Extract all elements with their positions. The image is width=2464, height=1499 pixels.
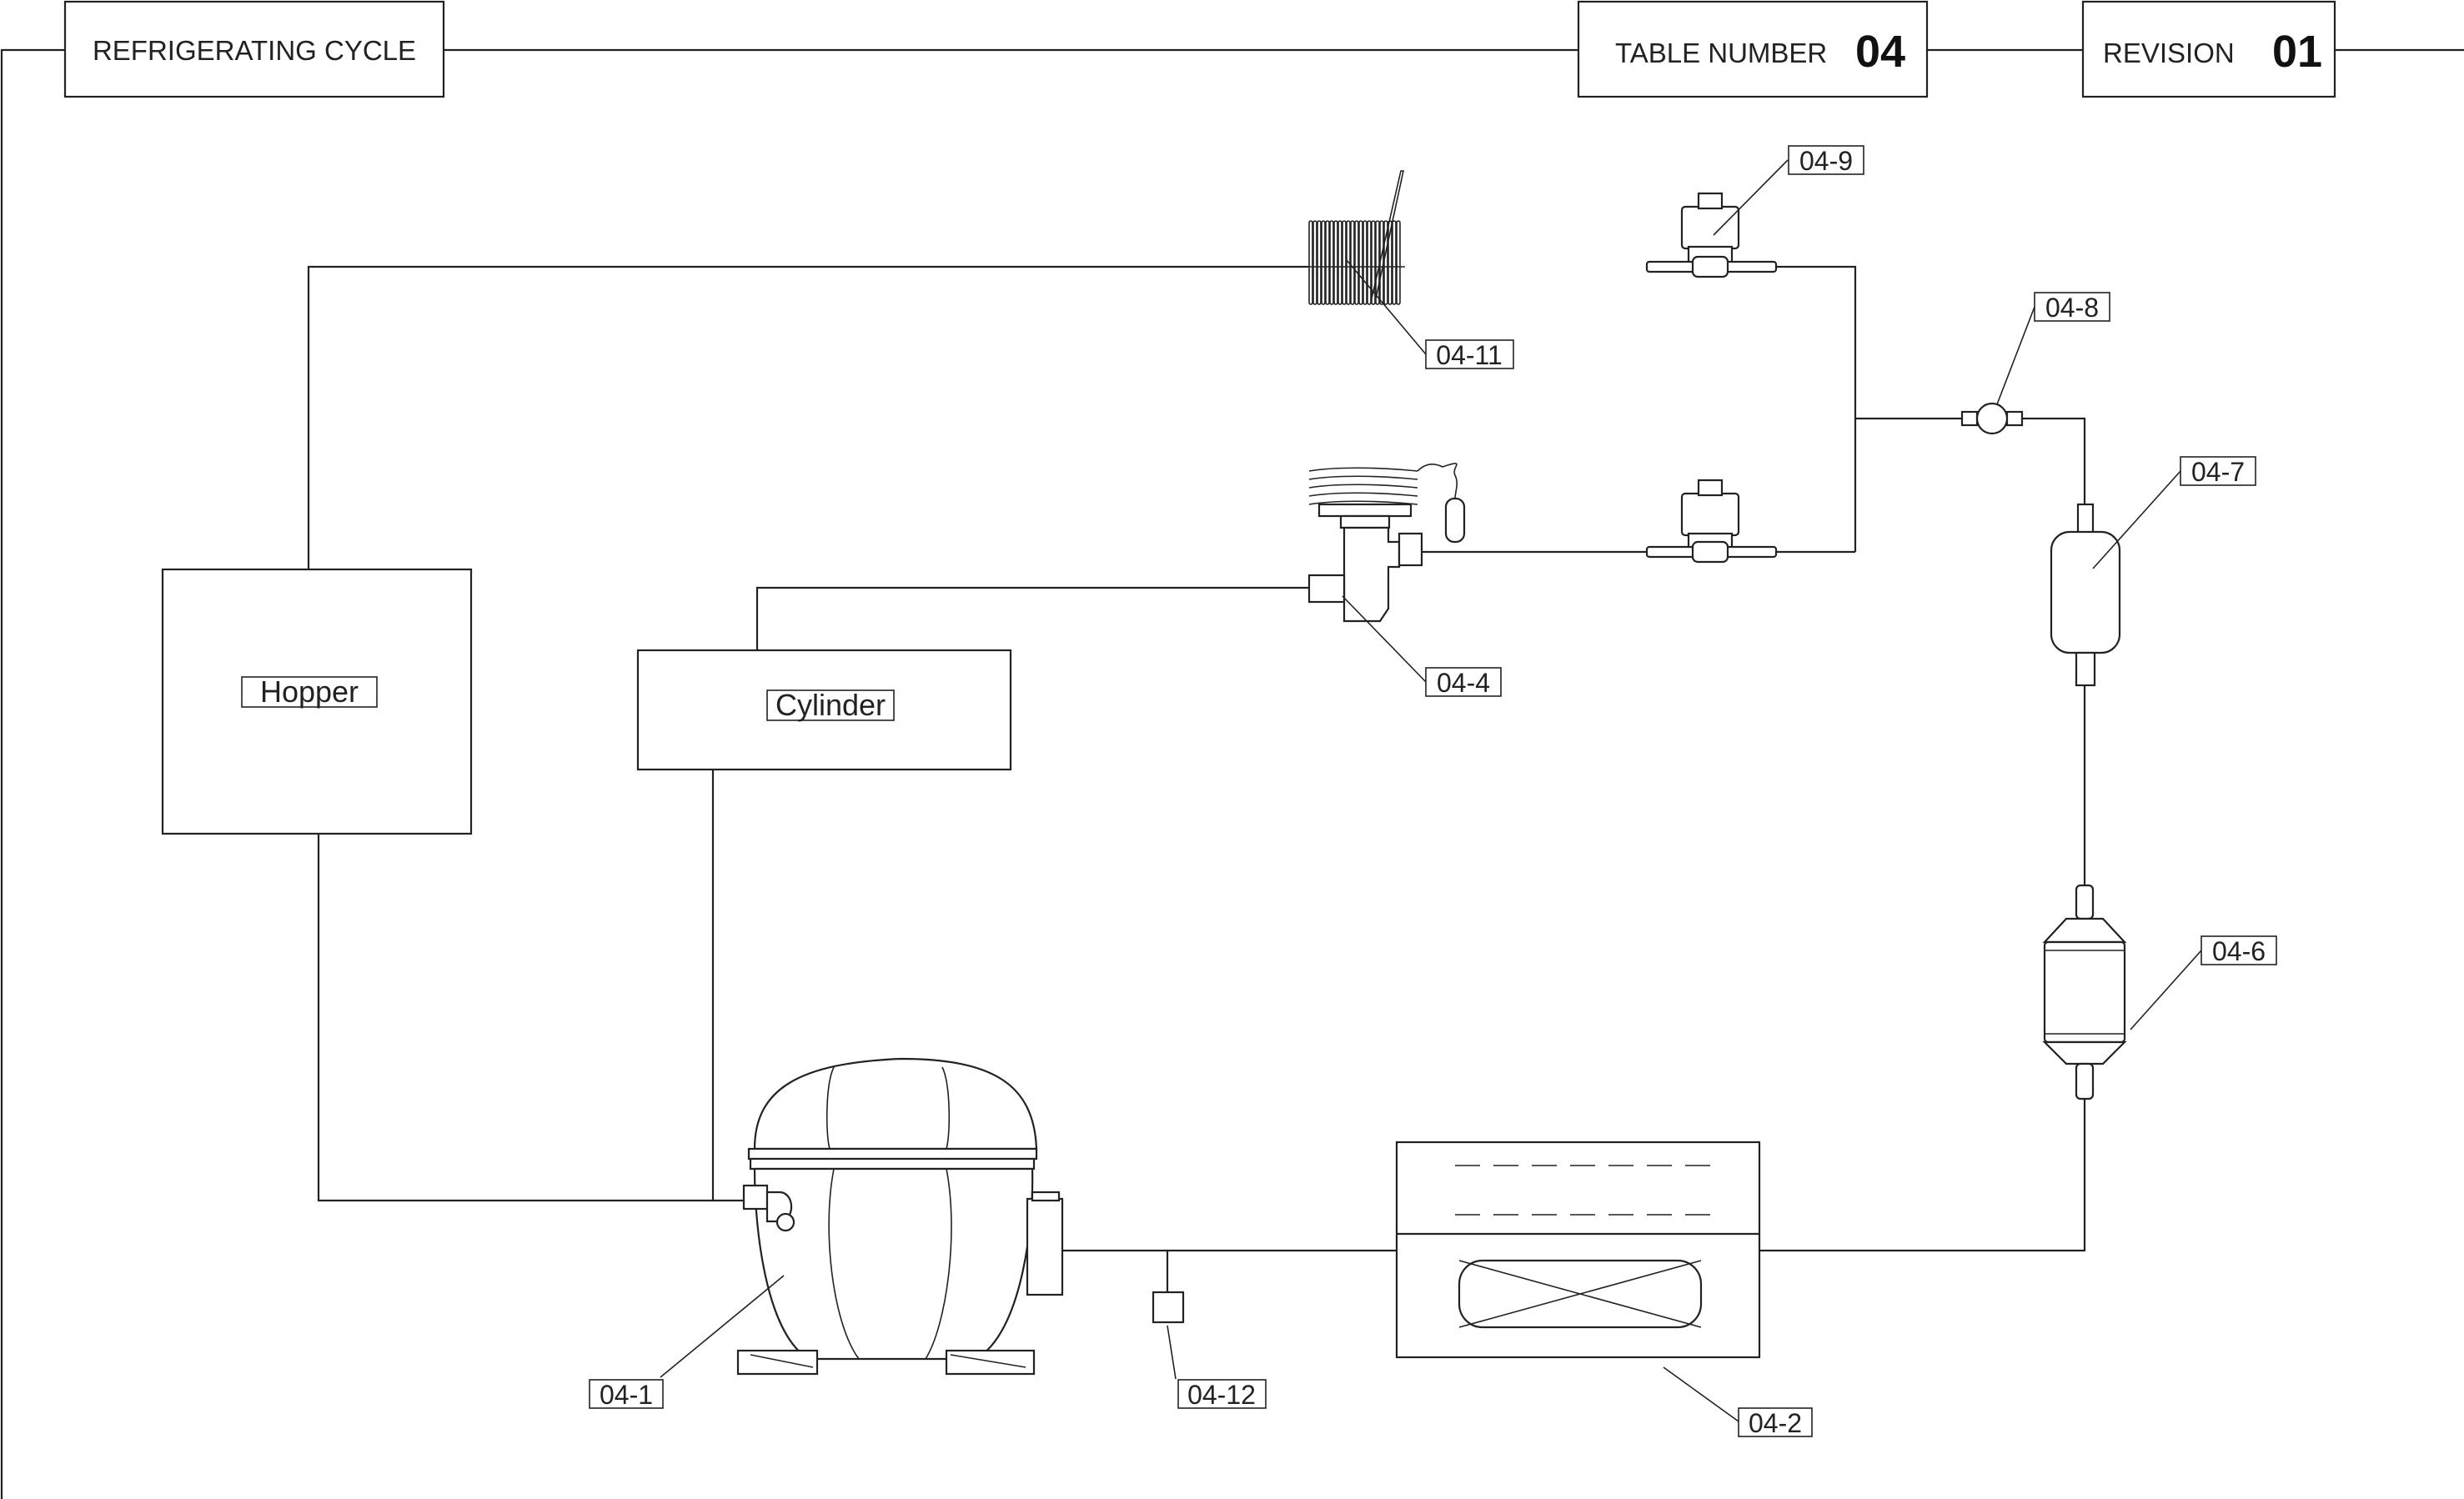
callout-04-6: 04-6 <box>2201 935 2277 966</box>
table-number-label: TABLE NUMBER <box>1615 38 1827 68</box>
cylinder-label: Cylinder <box>775 688 886 722</box>
hopper-label: Hopper <box>260 674 359 709</box>
drawing-frame <box>0 48 2464 1499</box>
callout-04-2: 04-2 <box>1738 1407 1813 1438</box>
solenoid-valve-lower <box>1645 479 1778 564</box>
expansion-valve <box>1307 463 1466 623</box>
check-valve <box>1960 402 2024 435</box>
table-number-block: TABLE NUMBER 04 <box>1577 0 1929 98</box>
hopper-box: Hopper <box>161 568 473 835</box>
filter-drier <box>2042 884 2127 1100</box>
piping <box>307 265 2086 1292</box>
callout-04-8: 04-8 <box>2034 292 2110 323</box>
pressure-switch <box>1152 1291 1185 1324</box>
callout-04-4: 04-4 <box>1425 667 1502 698</box>
revision-value: 01 <box>2272 27 2322 77</box>
callout-04-12: 04-12 <box>1177 1379 1267 1410</box>
callout-04-1: 04-1 <box>589 1379 664 1410</box>
callout-leaders <box>660 159 2202 1422</box>
capillary-coil <box>1308 170 1405 305</box>
callout-04-9: 04-9 <box>1788 145 1864 176</box>
condenser <box>1395 1141 1761 1359</box>
table-number-value: 04 <box>1855 27 1905 77</box>
svg-text:04-8: 04-8 <box>2045 293 2099 323</box>
svg-text:04-11: 04-11 <box>1436 340 1502 370</box>
solenoid-valve-upper <box>1645 192 1778 278</box>
svg-text:04-12: 04-12 <box>1187 1380 1256 1410</box>
revision-block: REVISION 01 <box>2081 0 2336 98</box>
svg-text:04-9: 04-9 <box>1799 146 1853 176</box>
drawing-title: REFRIGERATING CYCLE <box>93 35 416 66</box>
svg-text:04-7: 04-7 <box>2191 457 2245 487</box>
svg-text:04-1: 04-1 <box>600 1380 653 1410</box>
liquid-receiver <box>2050 503 2121 687</box>
callout-04-11: 04-11 <box>1425 339 1514 370</box>
revision-label: REVISION <box>2103 38 2235 68</box>
callout-04-7: 04-7 <box>2180 456 2256 487</box>
svg-text:04-2: 04-2 <box>1749 1408 1802 1438</box>
compressor <box>736 1057 1064 1376</box>
svg-text:04-4: 04-4 <box>1437 668 1490 698</box>
svg-text:04-6: 04-6 <box>2212 936 2266 966</box>
title-block: REFRIGERATING CYCLE <box>63 0 445 98</box>
cylinder-box: Cylinder <box>636 649 1012 771</box>
